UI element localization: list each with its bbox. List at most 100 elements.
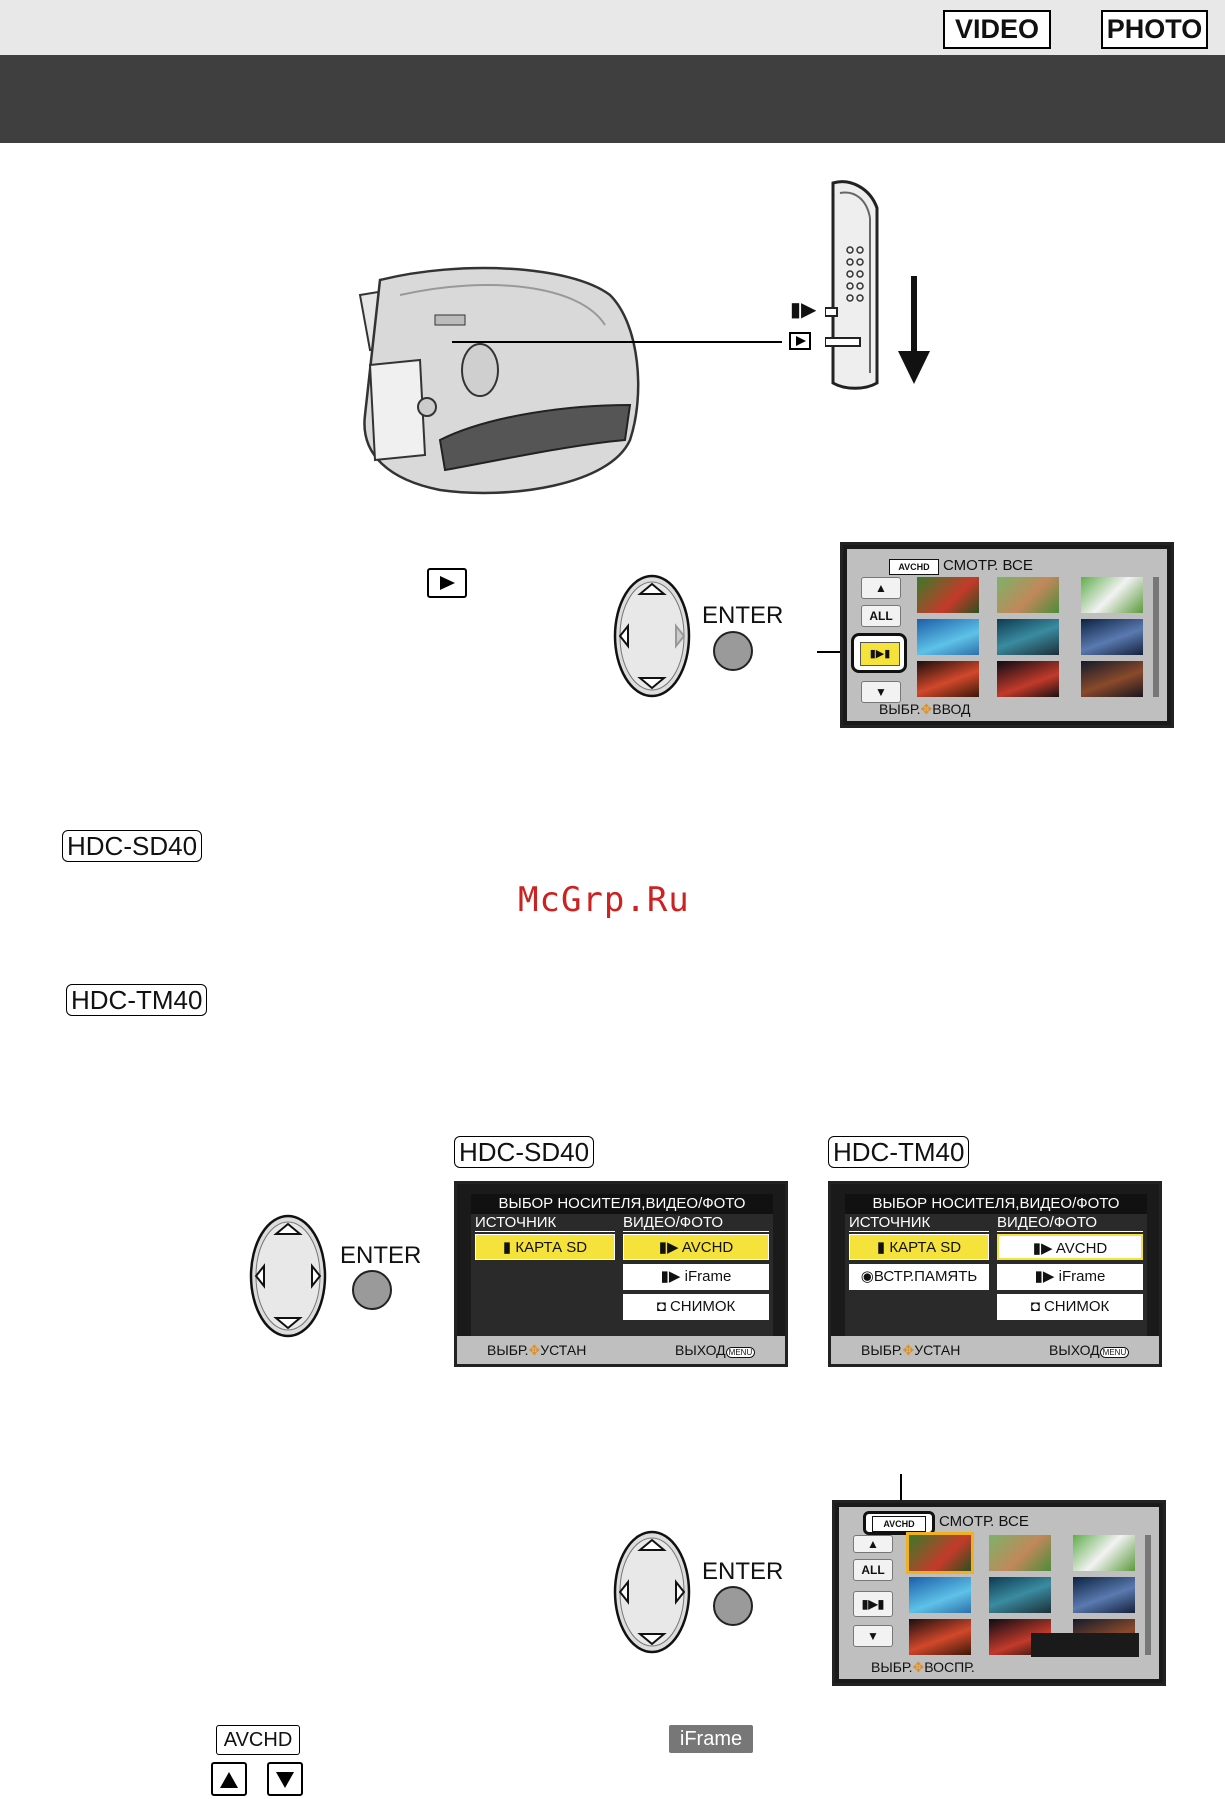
screen-title: СМОТР. ВСЕ: [943, 557, 1033, 574]
model-label-tm40: HDC-TM40: [66, 984, 208, 1016]
pointer-line: [900, 1474, 902, 1510]
screen-footer: ВЫБР.✥ВВОД: [879, 701, 971, 718]
down-arrow-icon: [898, 276, 930, 384]
mode-switch-illustration: [825, 180, 879, 390]
avchd-tag: AVCHD: [872, 1516, 926, 1532]
enter-label: ENTER: [340, 1242, 422, 1269]
col-source-header: ИСТОЧНИК: [849, 1214, 989, 1232]
thumbnail[interactable]: [917, 619, 979, 655]
col-source-header: ИСТОЧНИК: [475, 1214, 615, 1232]
type-option-avchd[interactable]: ▮▶ AVCHD: [997, 1234, 1143, 1260]
source-option-card[interactable]: ▮ КАРТА SD: [849, 1234, 989, 1260]
joystick-control[interactable]: [248, 1214, 328, 1339]
iframe-box: iFrame: [669, 1725, 753, 1753]
media-select-highlight[interactable]: ▮▶▮: [851, 633, 907, 673]
up-arrow-key[interactable]: [211, 1762, 247, 1796]
menu-title: ВЫБОР НОСИТЕЛЯ,ВИДЕО/ФОТО: [471, 1194, 773, 1214]
video-photo-button[interactable]: ▮▶▮: [853, 1591, 893, 1617]
screen-title: СМОТР. ВСЕ: [939, 1513, 1029, 1530]
model-label-sd40: HDC-SD40: [62, 830, 203, 862]
pointer-line: [817, 651, 845, 653]
video-icon: ▮▶: [660, 1268, 685, 1285]
thumbnail[interactable]: [997, 577, 1059, 613]
avchd-tag: AVCHD: [889, 559, 939, 575]
video-mode-badge: VIDEO: [943, 10, 1051, 49]
thumbnail[interactable]: [1073, 1535, 1135, 1571]
model-label-tm40: HDC-TM40: [828, 1136, 970, 1168]
pointer-line: [452, 341, 782, 343]
type-option-iframe[interactable]: ▮▶ iFrame: [623, 1264, 769, 1290]
thumbnail[interactable]: [1073, 1577, 1135, 1613]
joystick-icon: ✥: [912, 1659, 925, 1675]
media-select-menu-tm40: ВЫБОР НОСИТЕЛЯ,ВИДЕО/ФОТО ИСТОЧНИК ВИДЕО…: [828, 1181, 1162, 1367]
sd-card-icon: ▮: [876, 1239, 890, 1256]
thumbnail[interactable]: [997, 661, 1059, 697]
type-option-iframe[interactable]: ▮▶ iFrame: [997, 1264, 1143, 1290]
scroll-down-button[interactable]: ▼: [861, 681, 901, 703]
enter-label: ENTER: [702, 602, 784, 629]
thumbnail[interactable]: [997, 619, 1059, 655]
type-option-photo[interactable]: ◘ СНИМОК: [997, 1294, 1143, 1320]
footer-action: ВВОД: [932, 701, 971, 717]
joystick-control[interactable]: [612, 574, 692, 699]
thumbnail[interactable]: [909, 1619, 971, 1655]
joystick-control[interactable]: [612, 1530, 692, 1655]
type-option-photo[interactable]: ◘ СНИМОК: [623, 1294, 769, 1320]
scrollbar[interactable]: [1153, 577, 1159, 697]
menu-key-icon: MENU: [1099, 1347, 1130, 1358]
thumbnail[interactable]: [989, 1535, 1051, 1571]
video-camera-icon: ▮▶: [790, 299, 817, 321]
thumbnail[interactable]: [989, 1577, 1051, 1613]
video-icon: ▮▶: [1034, 1268, 1059, 1285]
avchd-box: AVCHD: [216, 1725, 300, 1755]
play-icon: [789, 332, 811, 350]
enter-button[interactable]: [352, 1270, 392, 1310]
scroll-up-button[interactable]: ▲: [853, 1535, 893, 1553]
thumbnail[interactable]: [917, 661, 979, 697]
media-select-menu-sd40: ВЫБОР НОСИТЕЛЯ,ВИДЕО/ФОТО ИСТОЧНИК ВИДЕО…: [454, 1181, 788, 1367]
footer-select: ВЫБР.: [879, 701, 921, 717]
camera-icon: ◘: [1030, 1298, 1044, 1315]
scroll-down-button[interactable]: ▼: [853, 1625, 893, 1647]
menu-key-icon: MENU: [725, 1347, 756, 1358]
thumbnail[interactable]: [906, 1532, 974, 1574]
enter-button[interactable]: [713, 1586, 753, 1626]
info-overlay: [1031, 1633, 1139, 1657]
video-icon: ▮▶: [658, 1239, 682, 1256]
joystick-icon: ✥: [920, 701, 933, 717]
sd-card-icon: ▮: [502, 1239, 516, 1256]
col-type-header: ВИДЕО/ФОТО: [997, 1214, 1143, 1232]
all-button[interactable]: ALL: [861, 605, 901, 627]
memory-icon: ◉: [860, 1268, 874, 1285]
camera-icon: ◘: [656, 1298, 670, 1315]
menu-title: ВЫБОР НОСИТЕЛЯ,ВИДЕО/ФОТО: [845, 1194, 1147, 1214]
video-icon: ▮▶: [1032, 1240, 1056, 1257]
camcorder-illustration: [358, 266, 640, 495]
avchd-tag-highlight: AVCHD: [863, 1511, 935, 1535]
photo-mode-badge: PHOTO: [1101, 10, 1208, 49]
model-label-sd40: HDC-SD40: [454, 1136, 595, 1168]
footer-action: ВОСПР.: [924, 1659, 975, 1675]
source-option-internal-memory[interactable]: ◉ВСТР.ПАМЯТЬ: [849, 1264, 989, 1290]
type-option-avchd[interactable]: ▮▶ AVCHD: [623, 1234, 769, 1260]
thumbnail[interactable]: [1081, 619, 1143, 655]
thumbnail[interactable]: [917, 577, 979, 613]
playback-screen: AVCHD СМОТР. ВСЕ ▲ ALL ▮▶▮ ▼ ВЫБР.✥ВВОД: [840, 542, 1174, 728]
section-title-band: [0, 55, 1225, 143]
thumbnail[interactable]: [909, 1577, 971, 1613]
scroll-up-button[interactable]: ▲: [861, 577, 901, 599]
down-arrow-key[interactable]: [267, 1762, 303, 1796]
all-button[interactable]: ALL: [853, 1559, 893, 1581]
scrollbar[interactable]: [1145, 1535, 1151, 1655]
video-photo-icon: ▮▶▮: [860, 642, 900, 666]
footer-select: ВЫБР.: [871, 1659, 913, 1675]
thumbnail[interactable]: [1081, 577, 1143, 613]
screen-footer: ВЫБР.✥ВОСПР.: [871, 1659, 975, 1676]
thumbnail[interactable]: [1081, 661, 1143, 697]
col-type-header: ВИДЕО/ФОТО: [623, 1214, 769, 1232]
source-option-card[interactable]: ▮ КАРТА SD: [475, 1234, 615, 1260]
play-mode-symbol-icon: [427, 568, 467, 598]
enter-button[interactable]: [713, 631, 753, 671]
